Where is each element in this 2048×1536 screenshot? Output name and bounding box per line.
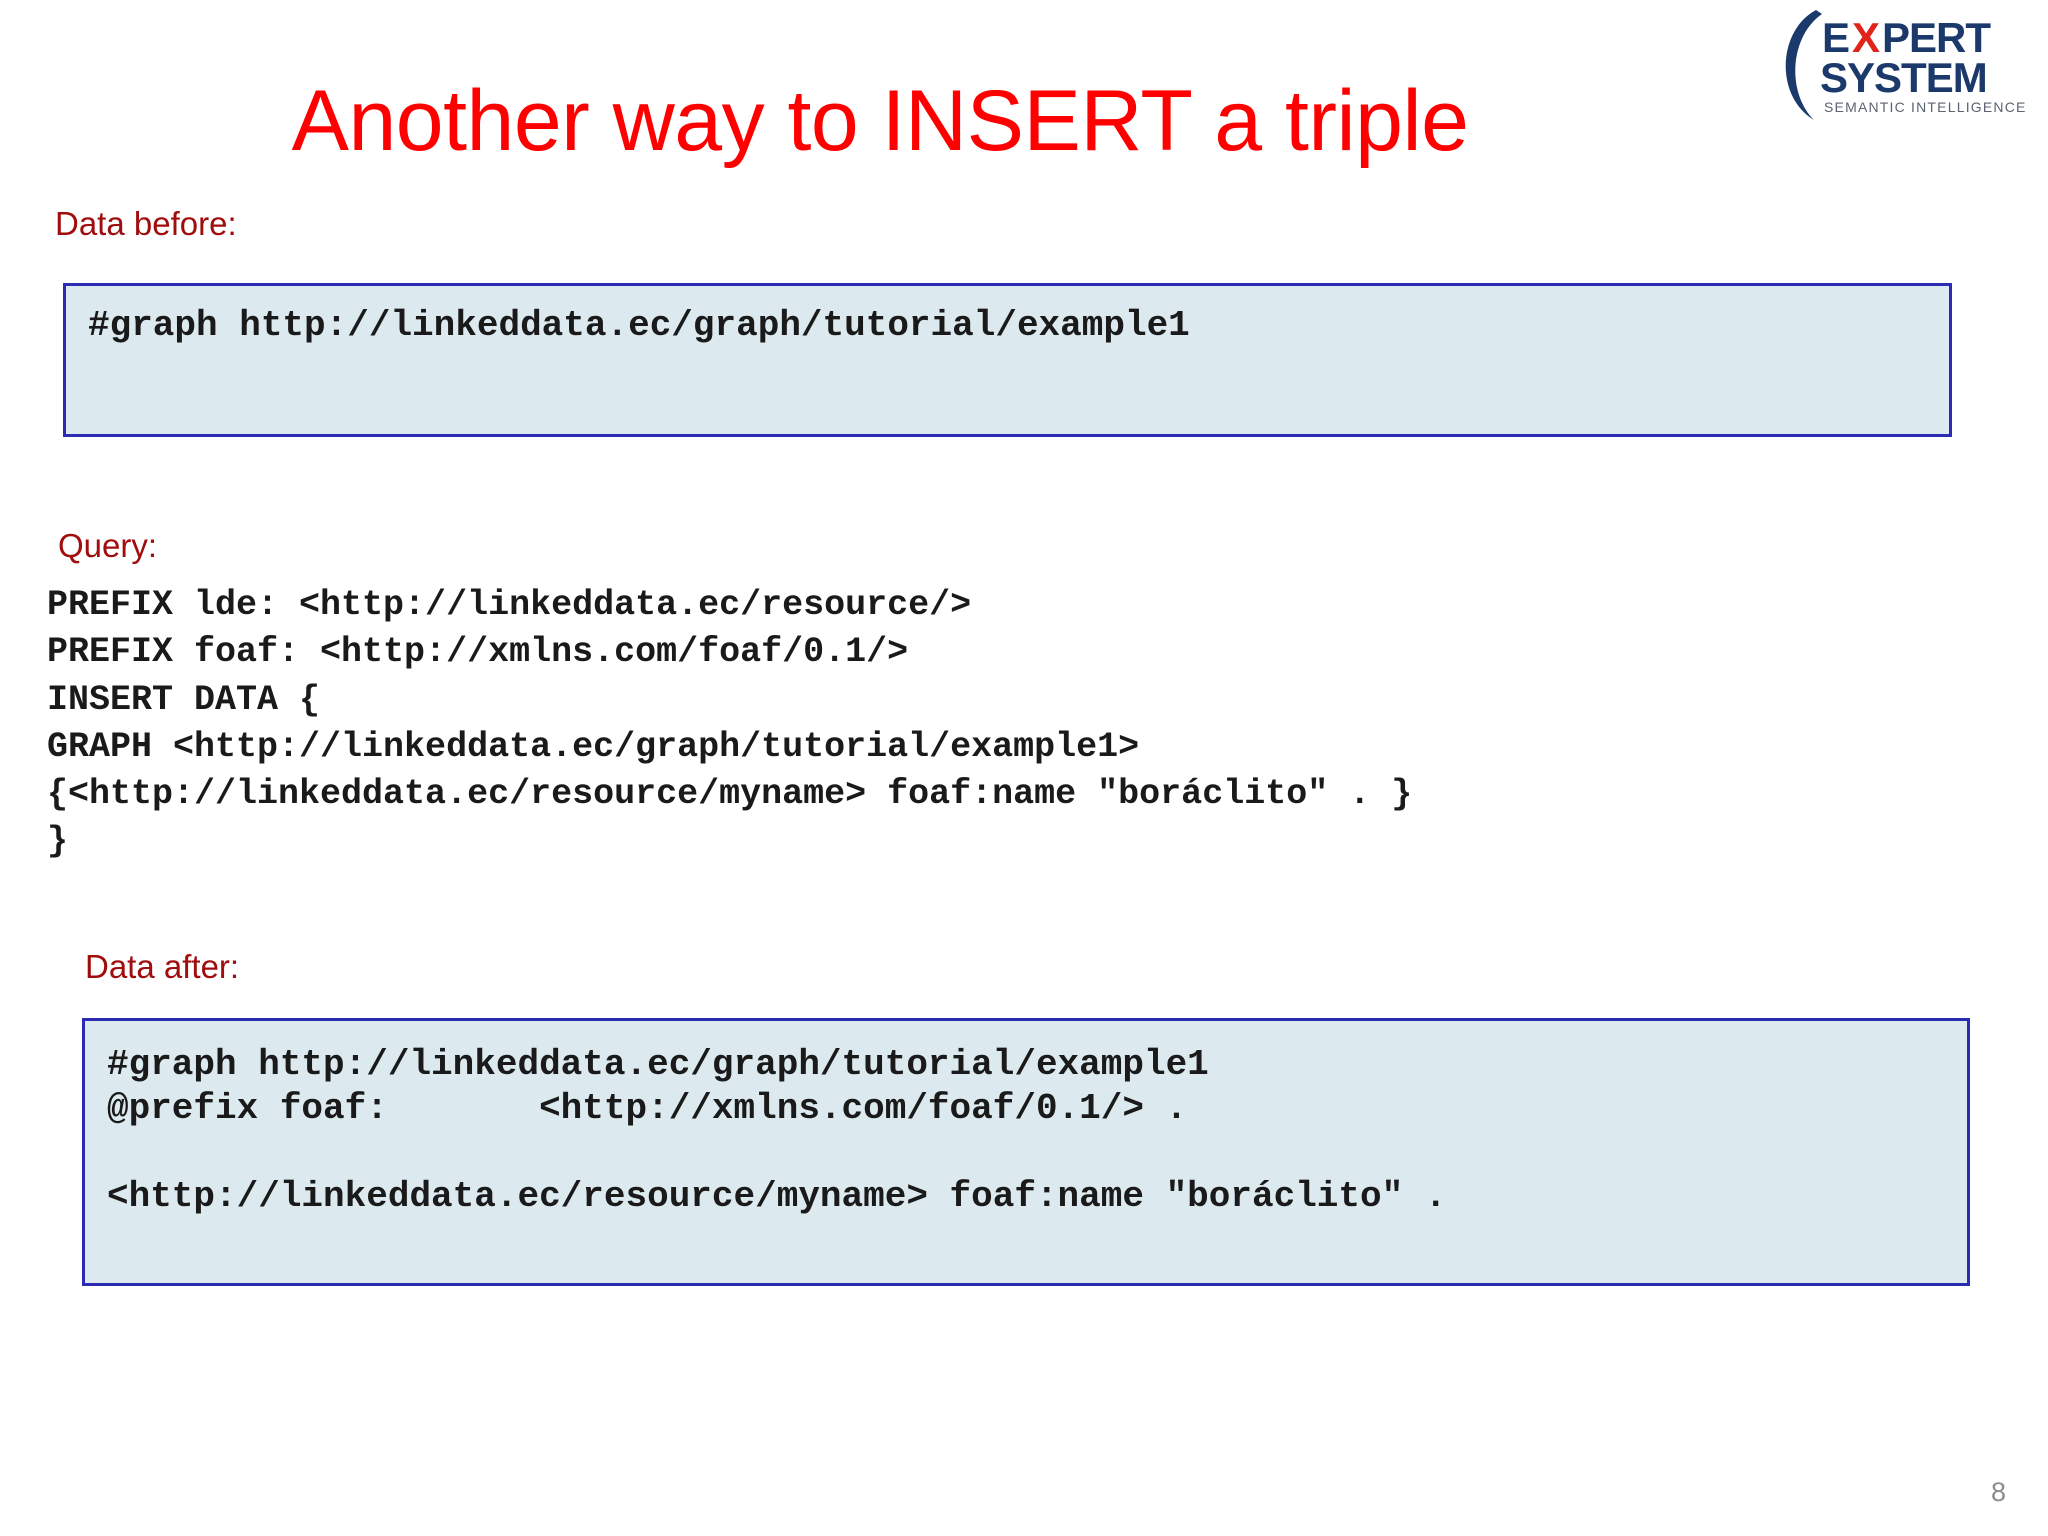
code-block-data-before: #graph http://linkeddata.ec/graph/tutori… bbox=[63, 283, 1952, 437]
page-title: Another way to INSERT a triple bbox=[291, 72, 1469, 169]
svg-text:PERT: PERT bbox=[1882, 14, 1991, 61]
code-text-query: PREFIX lde: <http://linkeddata.ec/resour… bbox=[47, 585, 1413, 862]
svg-text:SYSTEM: SYSTEM bbox=[1820, 54, 1987, 101]
svg-text:SEMANTIC INTELLIGENCE: SEMANTIC INTELLIGENCE bbox=[1824, 99, 2027, 115]
svg-text:X: X bbox=[1852, 14, 1880, 61]
svg-text:E: E bbox=[1822, 14, 1849, 61]
logo-swoosh-icon bbox=[1785, 10, 1822, 120]
code-text-data-after: #graph http://linkeddata.ec/graph/tutori… bbox=[107, 1044, 1447, 1217]
page-number: 8 bbox=[1990, 1477, 2006, 1507]
code-block-data-after: #graph http://linkeddata.ec/graph/tutori… bbox=[82, 1018, 1970, 1286]
caption-data-after: Data after: bbox=[85, 948, 240, 985]
caption-query: Query: bbox=[58, 527, 158, 564]
code-block-query: PREFIX lde: <http://linkeddata.ec/resour… bbox=[47, 582, 1412, 866]
caption-data-before: Data before: bbox=[55, 205, 237, 242]
code-text-data-before: #graph http://linkeddata.ec/graph/tutori… bbox=[88, 305, 1190, 346]
expert-system-logo: E X PERT SYSTEM SEMANTIC INTELLIGENCE bbox=[1770, 4, 2038, 124]
